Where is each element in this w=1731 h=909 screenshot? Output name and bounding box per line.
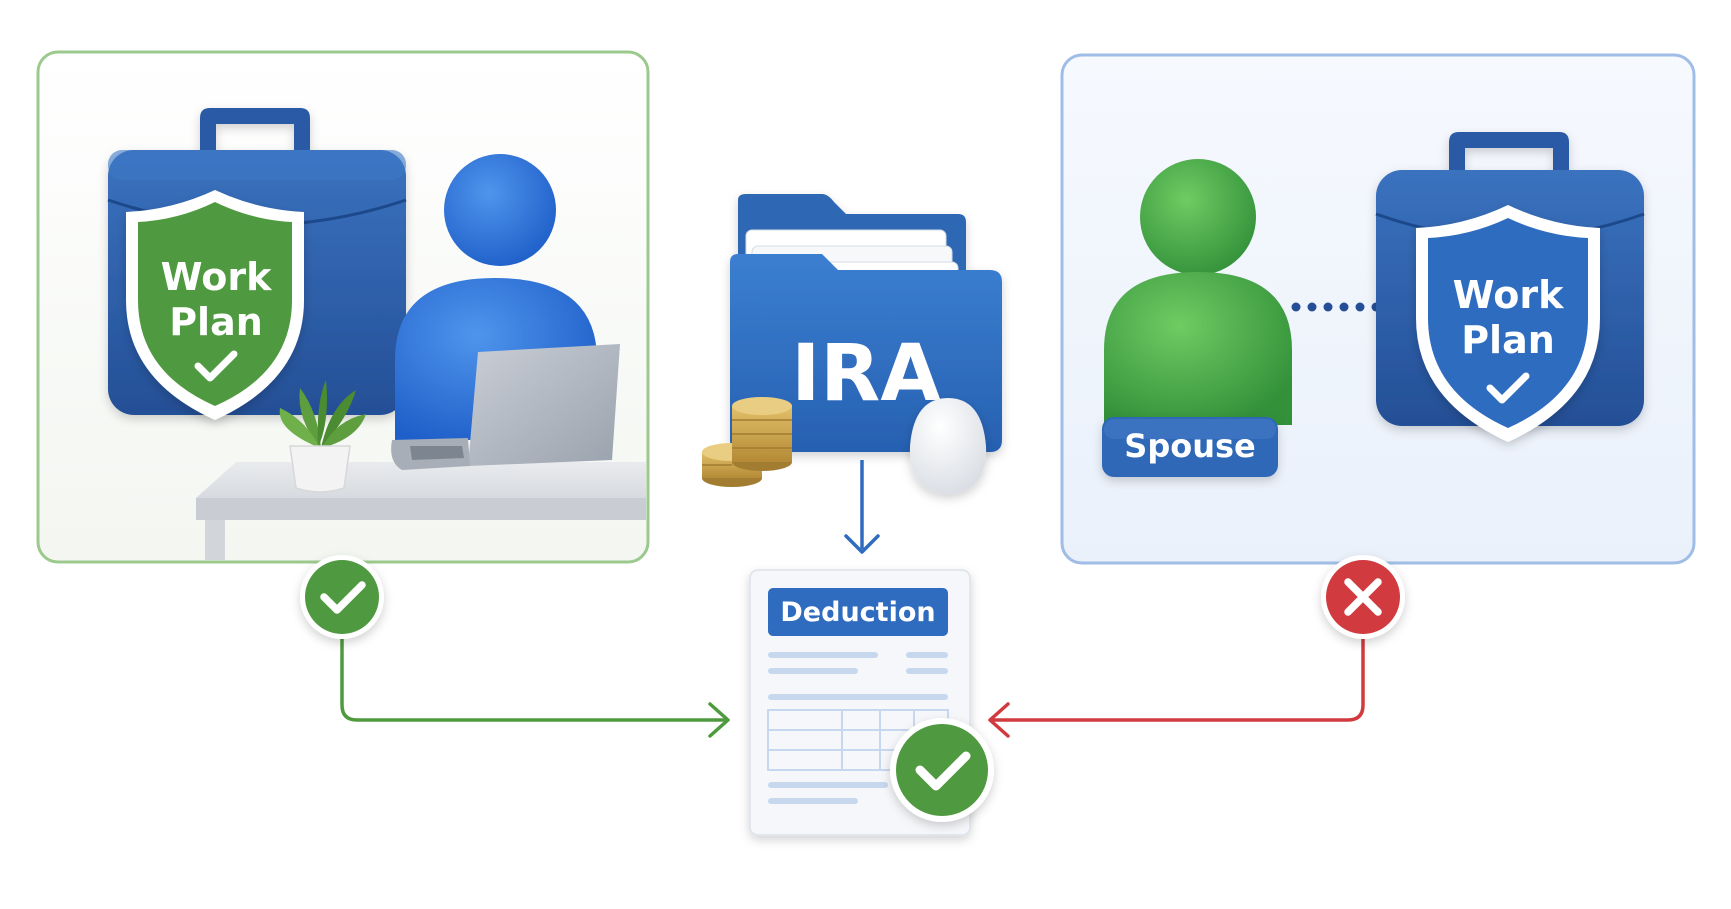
form-title-bar	[768, 588, 948, 636]
left-shield-line2: Plan	[169, 300, 263, 344]
form-title: Deduction	[780, 597, 935, 628]
check-icon	[915, 751, 971, 791]
right-eligibility-connector	[988, 555, 1405, 738]
spouse-person-icon	[1104, 159, 1292, 425]
ira-folder-group: IRA	[702, 194, 1002, 554]
left-panel: Work Plan	[36, 50, 650, 564]
spouse-tag-label: Spouse	[1124, 427, 1255, 465]
check-icon	[320, 581, 366, 614]
work-plan-shield: Work Plan	[126, 190, 304, 420]
right-shield-line1: Work	[1453, 273, 1564, 317]
egg-icon	[909, 398, 987, 494]
right-panel: Spouse Work Plan	[1060, 53, 1696, 565]
check-icon	[1486, 372, 1530, 404]
deduction-form: Deduction	[749, 569, 994, 836]
right-status-badge	[1321, 555, 1405, 639]
form-approved-badge	[890, 718, 994, 822]
check-icon	[194, 350, 238, 382]
laptop-icon	[391, 344, 620, 470]
ira-label: IRA	[791, 329, 940, 419]
left-status-badge	[300, 555, 384, 639]
spouse-tag: Spouse	[1102, 417, 1278, 477]
spouse-work-plan-shield: Work Plan	[1416, 205, 1600, 442]
cross-icon	[1344, 578, 1382, 616]
left-eligibility-connector	[300, 555, 730, 738]
left-shield-line1: Work	[161, 255, 272, 299]
folder-to-form-arrow	[844, 460, 880, 554]
plant-icon	[279, 380, 366, 493]
right-shield-line2: Plan	[1461, 318, 1555, 362]
coins-icon	[702, 397, 792, 487]
